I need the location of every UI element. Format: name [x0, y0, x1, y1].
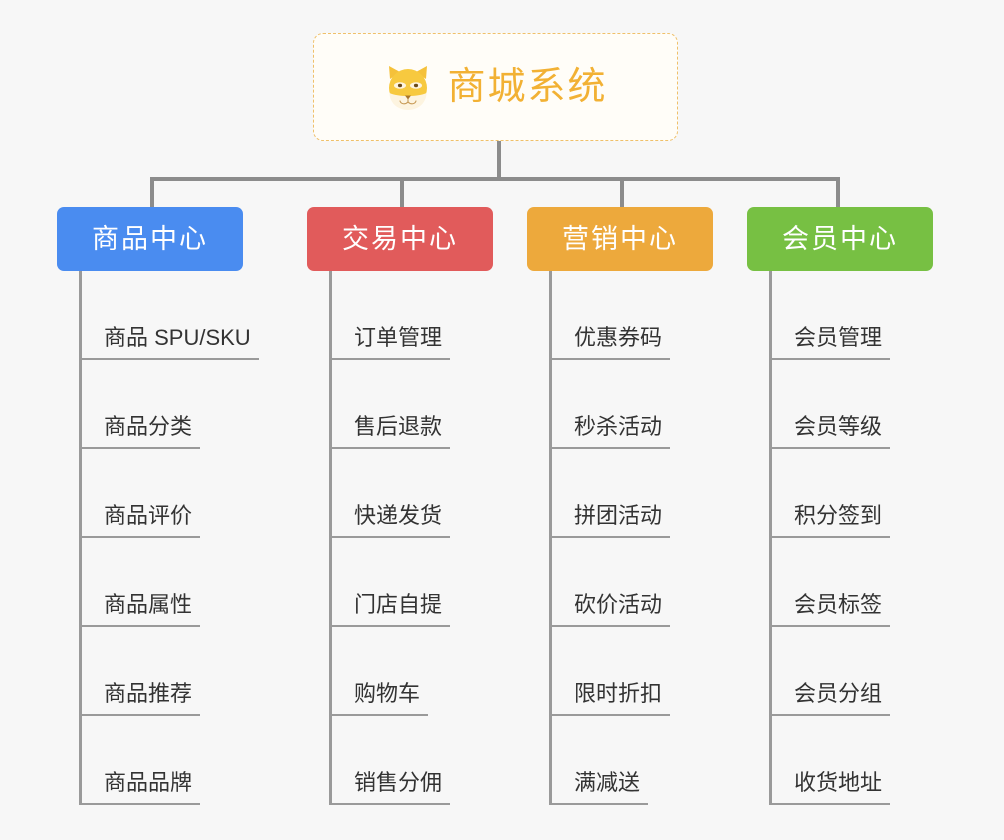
branch-header-3[interactable]: 营销中心 — [527, 207, 713, 271]
leaf-label: 限时折扣 — [552, 683, 671, 716]
branch-header-1[interactable]: 商品中心 — [57, 207, 243, 271]
leaf-label: 售后退款 — [332, 416, 451, 449]
branch-header-label-3: 营销中心 — [562, 223, 678, 254]
branch-column-3: 营销中心 优惠券码 秒杀活动 拼团活动 砍价活动 限时折扣 满减送 — [527, 207, 713, 805]
leaf-label: 砍价活动 — [552, 594, 671, 627]
branch-column-2: 交易中心 订单管理 售后退款 快递发货 门店自提 购物车 销售分佣 — [307, 207, 493, 805]
connector-drop-4 — [836, 177, 840, 209]
branch-header-label-2: 交易中心 — [342, 223, 458, 254]
list-item[interactable]: 商品评价 — [82, 449, 243, 538]
leaf-label: 会员等级 — [772, 416, 891, 449]
list-item[interactable]: 积分签到 — [772, 449, 933, 538]
leaf-label: 会员管理 — [772, 327, 891, 360]
leaf-label: 购物车 — [332, 683, 429, 716]
leaf-label: 会员标签 — [772, 594, 891, 627]
list-item[interactable]: 购物车 — [332, 627, 493, 716]
leaf-label: 商品分类 — [82, 416, 201, 449]
branch-items-1: 商品 SPU/SKU 商品分类 商品评价 商品属性 商品推荐 商品品牌 — [79, 271, 259, 805]
shiba-dog-mascot-icon — [389, 66, 428, 110]
connector-drop-2 — [400, 177, 404, 209]
root-node[interactable]: 商城系统 — [313, 33, 678, 141]
list-item[interactable]: 商品推荐 — [82, 627, 243, 716]
branch-header-4[interactable]: 会员中心 — [747, 207, 933, 271]
leaf-label: 优惠券码 — [552, 327, 671, 360]
leaf-label: 商品品牌 — [82, 772, 201, 805]
branch-header-2[interactable]: 交易中心 — [307, 207, 493, 271]
list-item[interactable]: 收货地址 — [772, 716, 933, 805]
leaf-label: 商品 SPU/SKU — [82, 327, 259, 360]
leaf-label: 订单管理 — [332, 327, 451, 360]
list-item[interactable]: 满减送 — [552, 716, 713, 805]
leaf-label: 积分签到 — [772, 505, 891, 538]
branch-header-label-1: 商品中心 — [92, 223, 208, 254]
leaf-label: 拼团活动 — [552, 505, 671, 538]
leaf-label: 会员分组 — [772, 683, 891, 716]
list-item[interactable]: 优惠券码 — [552, 271, 713, 360]
list-item[interactable]: 售后退款 — [332, 360, 493, 449]
list-item[interactable]: 拼团活动 — [552, 449, 713, 538]
leaf-label: 商品推荐 — [82, 683, 201, 716]
branch-column-1: 商品中心 商品 SPU/SKU 商品分类 商品评价 商品属性 商品推荐 商品品牌 — [57, 207, 259, 805]
list-item[interactable]: 砍价活动 — [552, 538, 713, 627]
root-title: 商城系统 — [447, 66, 608, 108]
branch-items-4: 会员管理 会员等级 积分签到 会员标签 会员分组 收货地址 — [769, 271, 933, 805]
branch-items-2: 订单管理 售后退款 快递发货 门店自提 购物车 销售分佣 — [329, 271, 493, 805]
list-item[interactable]: 商品分类 — [82, 360, 243, 449]
connector-drop-3 — [620, 177, 624, 209]
connector-drop-1 — [150, 177, 154, 209]
list-item[interactable]: 会员标签 — [772, 538, 933, 627]
list-item[interactable]: 门店自提 — [332, 538, 493, 627]
leaf-label: 秒杀活动 — [552, 416, 671, 449]
leaf-label: 快递发货 — [332, 505, 451, 538]
leaf-label: 销售分佣 — [332, 772, 451, 805]
list-item[interactable]: 商品属性 — [82, 538, 243, 627]
leaf-label: 收货地址 — [772, 772, 891, 805]
list-item[interactable]: 会员等级 — [772, 360, 933, 449]
list-item[interactable]: 会员管理 — [772, 271, 933, 360]
leaf-label: 商品属性 — [82, 594, 201, 627]
list-item[interactable]: 订单管理 — [332, 271, 493, 360]
leaf-label: 满减送 — [552, 772, 649, 805]
connector-root-stem — [497, 141, 501, 179]
list-item[interactable]: 销售分佣 — [332, 716, 493, 805]
connector-horizontal-bus — [150, 177, 840, 181]
list-item[interactable]: 商品 SPU/SKU — [82, 271, 259, 360]
branch-header-label-4: 会员中心 — [782, 223, 898, 254]
list-item[interactable]: 秒杀活动 — [552, 360, 713, 449]
list-item[interactable]: 限时折扣 — [552, 627, 713, 716]
leaf-label: 门店自提 — [332, 594, 451, 627]
list-item[interactable]: 快递发货 — [332, 449, 493, 538]
leaf-label: 商品评价 — [82, 505, 201, 538]
list-item[interactable]: 商品品牌 — [82, 716, 243, 805]
branch-items-3: 优惠券码 秒杀活动 拼团活动 砍价活动 限时折扣 满减送 — [549, 271, 713, 805]
list-item[interactable]: 会员分组 — [772, 627, 933, 716]
branch-column-4: 会员中心 会员管理 会员等级 积分签到 会员标签 会员分组 收货地址 — [747, 207, 933, 805]
